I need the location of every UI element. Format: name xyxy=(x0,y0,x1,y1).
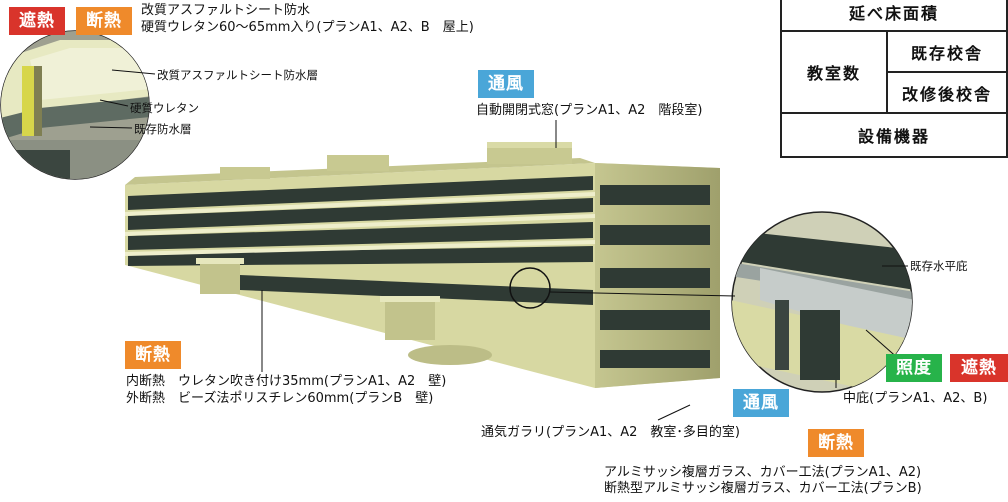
classrooms-cell: 教室数 xyxy=(780,30,888,114)
roof-spec-line2: 硬質ウレタン60～65mm入り(プランA1、A2、B 屋上) xyxy=(141,20,474,35)
inset-existing-waterproof-label: 既存防水層 xyxy=(134,122,192,136)
shade-badge-top: 遮熱 xyxy=(9,7,65,35)
inset-waterproof-sheet-label: 改質アスファルトシート防水層 xyxy=(157,68,318,82)
wall-insulation-line2: 外断熱 ビーズ法ポリスチレン60mm(プランB 壁) xyxy=(126,391,434,406)
building-facade xyxy=(125,142,720,388)
illumination-badge: 照度 xyxy=(886,354,942,382)
shade-badge-eave: 遮熱 xyxy=(950,354,1008,382)
vent-badge-top: 通風 xyxy=(478,70,534,98)
existing-eave-label: 既存水平庇 xyxy=(910,259,968,273)
equipment-cell: 設備機器 xyxy=(780,112,1008,158)
window-spec-line1: アルミサッシ複層ガラス、カバー工法(プランA1、A2) xyxy=(604,465,922,480)
middle-eave-text: 中庇(プランA1、A2、B) xyxy=(843,391,988,406)
renovated-school-cell: 改修後校舎 xyxy=(886,71,1008,114)
window-insulation-badge: 断熱 xyxy=(808,429,864,457)
wall-insulation-badge: 断熱 xyxy=(125,341,181,369)
inset-urethane-label: 硬質ウレタン xyxy=(130,101,199,115)
existing-school-cell: 既存校舎 xyxy=(886,30,1008,73)
eave-detail-inset xyxy=(549,211,913,393)
vent-badge-bottom: 通風 xyxy=(733,389,789,417)
floor-area-cell: 延べ床面積 xyxy=(780,0,1008,32)
window-spec-line2: 断熱型アルミサッシ複層ガラス、カバー工法(プランB) xyxy=(604,481,922,496)
auto-window-text: 自動開閉式窓(プランA1、A2 階段室) xyxy=(476,103,703,118)
roof-spec-line1: 改質アスファルトシート防水 xyxy=(141,3,311,18)
leader-lines xyxy=(261,120,837,421)
louver-text: 通気ガラリ(プランA1、A2 教室･多目的室) xyxy=(481,425,740,440)
insulation-badge-top: 断熱 xyxy=(76,7,132,35)
wall-insulation-line1: 内断熱 ウレタン吹き付け35mm(プランA1、A2 壁) xyxy=(126,374,447,389)
spec-table: 延べ床面積 教室数 既存校舎 改修後校舎 設備機器 xyxy=(780,0,1008,158)
